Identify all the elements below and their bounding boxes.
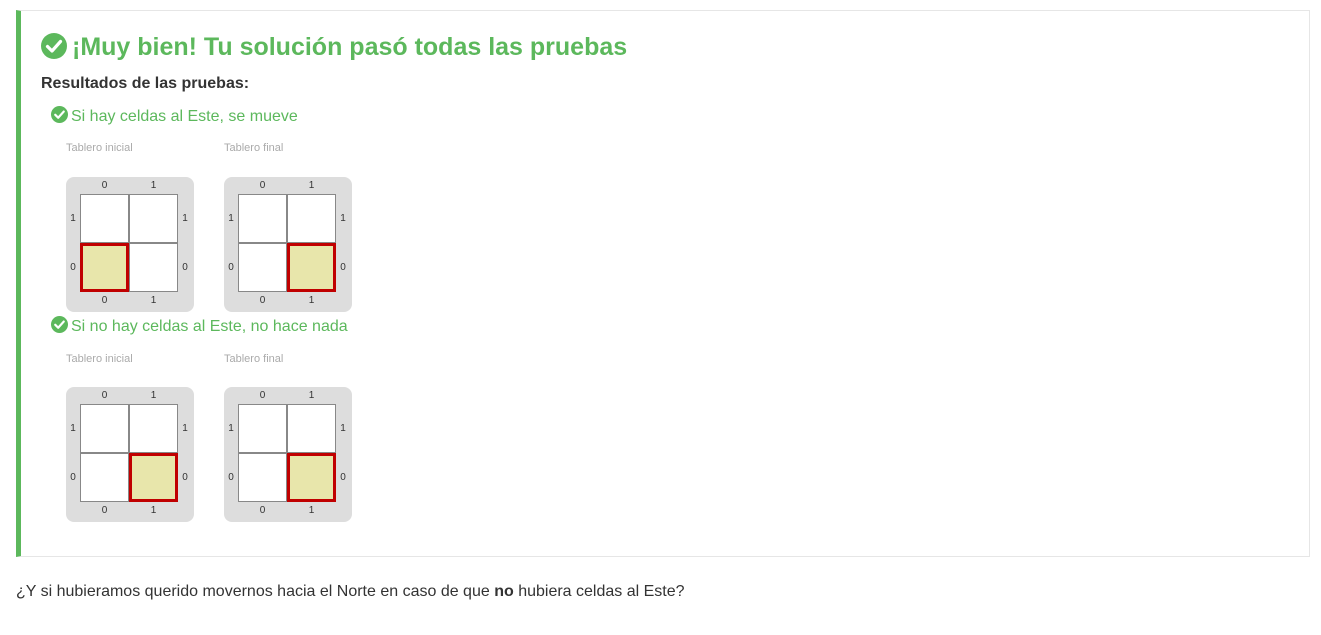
- board-cell: [129, 243, 178, 292]
- final-board: 0 0 1 1 1 1 0 0: [224, 387, 352, 522]
- column-label-top: 1: [150, 180, 157, 191]
- row-label-right: 0: [182, 471, 188, 483]
- column-label-top: 1: [150, 390, 157, 401]
- question-emphasis: no: [494, 583, 514, 600]
- board-grid: [80, 194, 178, 292]
- question-text-after: hubiera celdas al Este?: [513, 583, 685, 600]
- board-cell-head: [129, 453, 178, 502]
- board-cell: [129, 404, 178, 453]
- final-board-caption: Tablero final: [224, 142, 284, 154]
- row-label-right: 0: [182, 261, 188, 273]
- column-label-bottom: 1: [150, 295, 157, 306]
- column-label-top: 0: [101, 180, 108, 191]
- test-item: Si no hay celdas al Este, no hace nada: [51, 316, 348, 338]
- column-label-bottom: 0: [259, 505, 266, 516]
- column-label-top: 1: [308, 390, 315, 401]
- row-label-left: 0: [70, 261, 76, 273]
- board-grid: [238, 404, 336, 502]
- question-text-before: ¿Y si hubieramos querido movernos hacia …: [16, 583, 495, 600]
- row-label-right: 1: [340, 422, 346, 434]
- column-label-top: 0: [259, 390, 266, 401]
- board-cell: [287, 404, 336, 453]
- check-circle-icon: [51, 106, 68, 124]
- column-label-bottom: 1: [308, 505, 315, 516]
- board-cell-head: [287, 453, 336, 502]
- test-title: Si no hay celdas al Este, no hace nada: [51, 316, 348, 338]
- board-cell-head: [80, 243, 129, 292]
- column-label-top: 0: [101, 390, 108, 401]
- row-label-right: 1: [182, 212, 188, 224]
- results-label: Resultados de las pruebas:: [41, 75, 250, 92]
- board-cell: [129, 194, 178, 243]
- test-title-text: Si no hay celdas al Este, no hace nada: [71, 318, 348, 335]
- row-label-left: 1: [228, 422, 234, 434]
- success-title: ¡Muy bien! Tu solución pasó todas las pr…: [41, 31, 627, 63]
- row-label-left: 1: [70, 422, 76, 434]
- board-cell: [238, 194, 287, 243]
- test-results-panel: ¡Muy bien! Tu solución pasó todas las pr…: [16, 10, 1310, 557]
- column-label-top: 1: [308, 180, 315, 191]
- column-label-bottom: 1: [150, 505, 157, 516]
- final-board: 0 0 1 1 1 1 0 0: [224, 177, 352, 312]
- row-label-left: 0: [228, 471, 234, 483]
- column-label-bottom: 0: [259, 295, 266, 306]
- row-label-left: 1: [70, 212, 76, 224]
- row-label-left: 1: [228, 212, 234, 224]
- column-label-bottom: 0: [101, 505, 108, 516]
- board-cell: [80, 404, 129, 453]
- check-circle-icon: [41, 33, 67, 60]
- row-label-right: 0: [340, 261, 346, 273]
- board-cell: [238, 243, 287, 292]
- board-cell: [238, 453, 287, 502]
- row-label-right: 1: [182, 422, 188, 434]
- board-grid: [80, 404, 178, 502]
- final-board-caption: Tablero final: [224, 353, 284, 365]
- row-label-left: 0: [70, 471, 76, 483]
- initial-board-caption: Tablero inicial: [66, 142, 133, 154]
- test-title-text: Si hay celdas al Este, se mueve: [71, 108, 298, 125]
- success-title-text: ¡Muy bien! Tu solución pasó todas las pr…: [72, 33, 628, 61]
- board-cell-head: [287, 243, 336, 292]
- board-cell: [80, 453, 129, 502]
- row-label-left: 0: [228, 261, 234, 273]
- row-label-right: 0: [340, 471, 346, 483]
- board-cell: [287, 194, 336, 243]
- board-grid: [238, 194, 336, 292]
- row-label-right: 1: [340, 212, 346, 224]
- column-label-top: 0: [259, 180, 266, 191]
- initial-board-caption: Tablero inicial: [66, 353, 133, 365]
- column-label-bottom: 1: [308, 295, 315, 306]
- initial-board: 0 0 1 1 1 1 0 0: [66, 387, 194, 522]
- test-title: Si hay celdas al Este, se mueve: [51, 106, 298, 128]
- board-cell: [80, 194, 129, 243]
- initial-board: 0 0 1 1 1 1 0 0: [66, 177, 194, 312]
- board-cell: [238, 404, 287, 453]
- check-circle-icon: [51, 316, 68, 334]
- column-label-bottom: 0: [101, 295, 108, 306]
- follow-up-question: ¿Y si hubieramos querido movernos hacia …: [16, 583, 685, 601]
- test-item: Si hay celdas al Este, se mueve: [51, 106, 298, 128]
